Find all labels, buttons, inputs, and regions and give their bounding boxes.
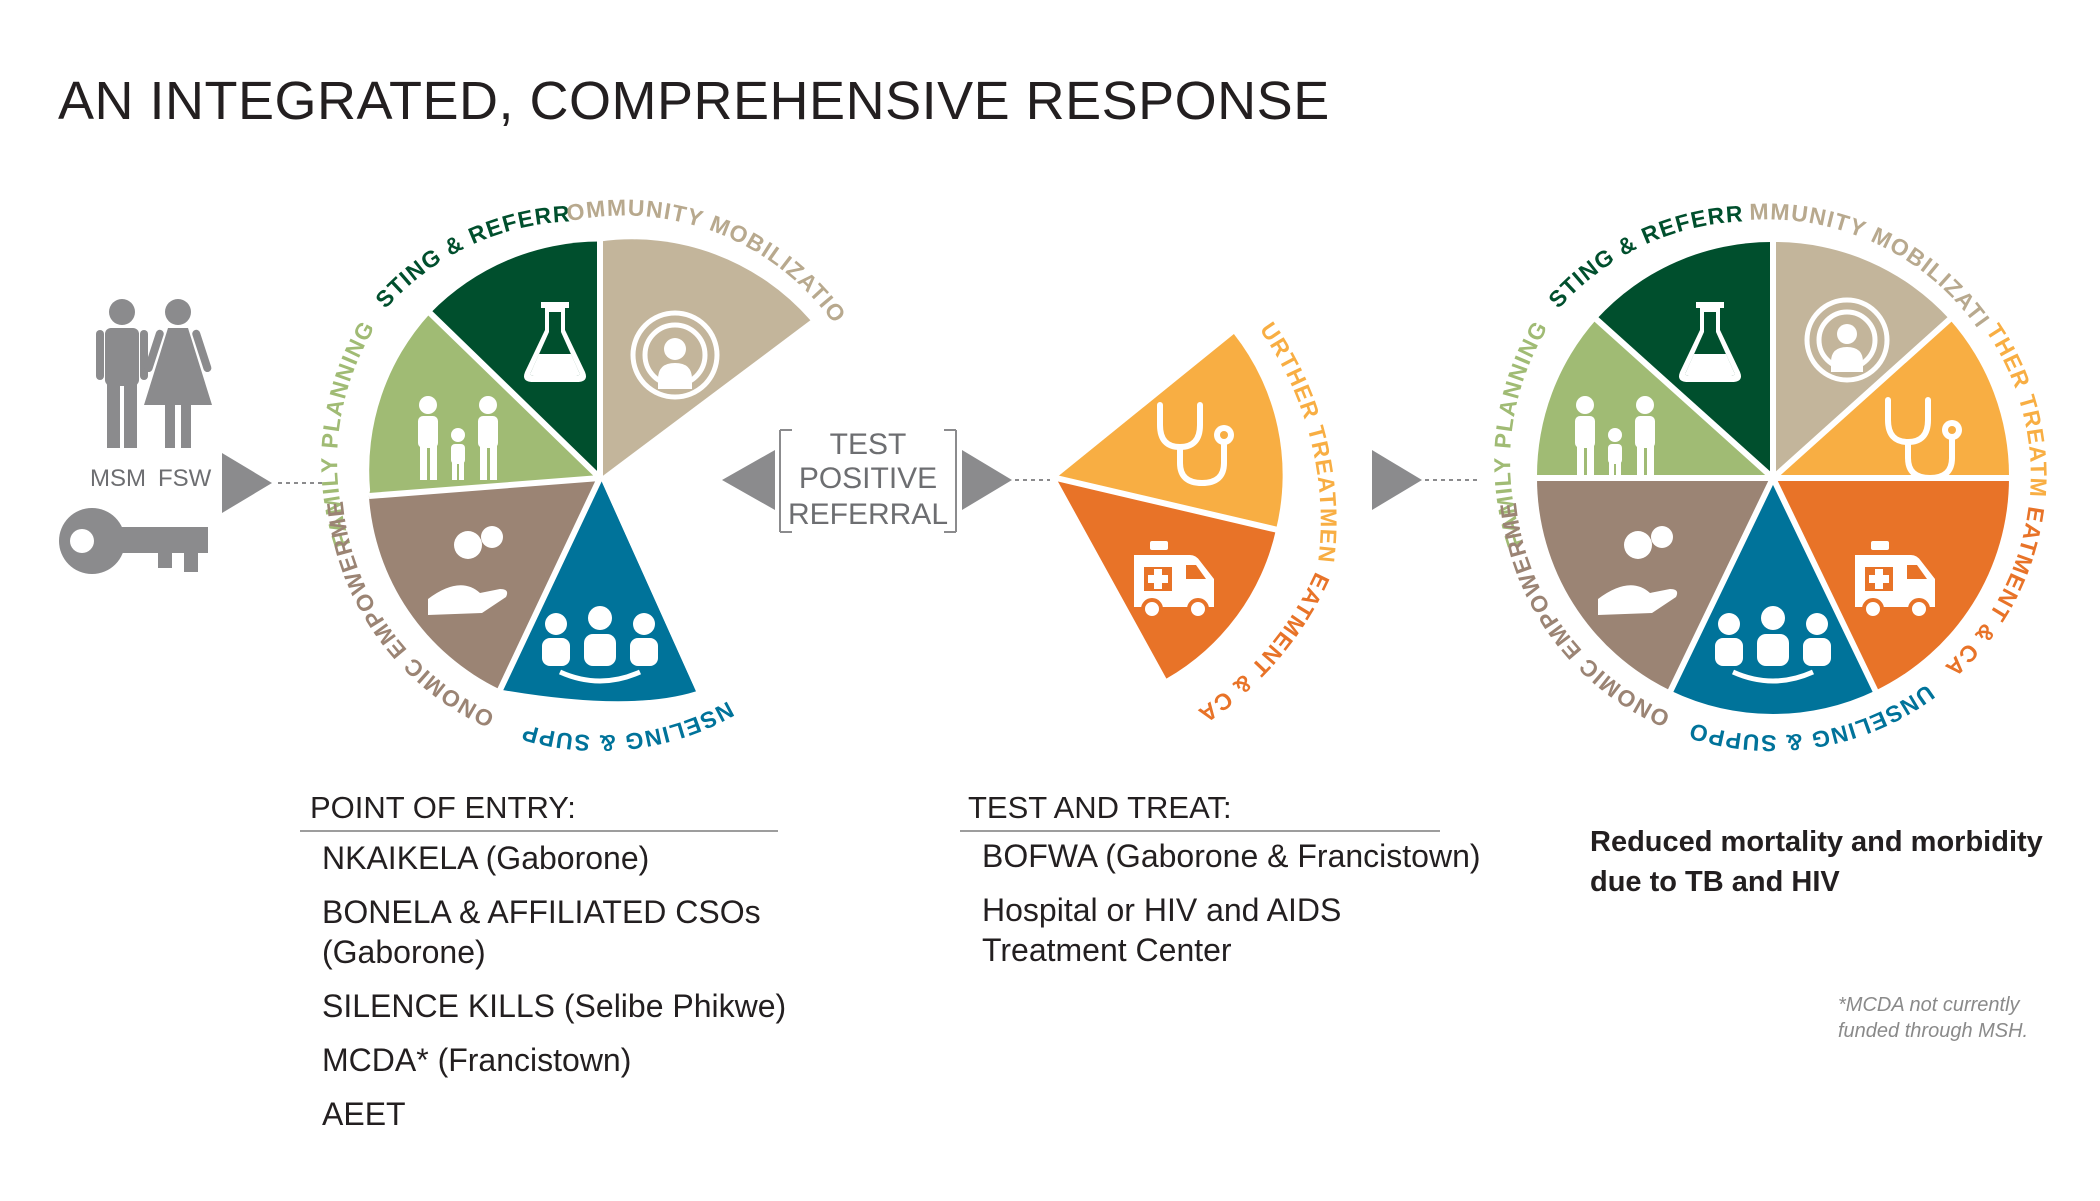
segment-economic (368, 478, 600, 690)
man-woman-icon (96, 299, 212, 448)
label-testing-referral: TESTING & REFERRAL (0, 0, 570, 313)
label-testing-referral: TESTING & REFERRAL (0, 0, 1743, 313)
key-icon (59, 508, 208, 574)
segment-testing (1596, 241, 1773, 478)
coins-hand-icon (1598, 526, 1678, 615)
arrow-right-icon (222, 453, 272, 513)
svg-text:ECONOMIC EMPOWERMENT: ECONOMIC EMPOWERMENT (0, 0, 1673, 733)
broadcast-person-icon (630, 310, 720, 400)
family-icon (418, 396, 498, 480)
stethoscope-icon (1885, 397, 1962, 482)
msm-label: MSM (90, 465, 146, 492)
ambulance-icon (1134, 541, 1214, 620)
segment-family (1536, 319, 1773, 478)
arrow-left-icon (722, 450, 775, 510)
flask-icon (1679, 302, 1741, 382)
footnote: *MCDA not currently funded through MSH. (1838, 994, 2029, 1042)
list-item: BOFWA (Gaborone & Francistown) (982, 838, 1481, 874)
segment-economic (1537, 478, 1773, 691)
arrow-right-icon (1372, 450, 1422, 510)
segment-testing (430, 241, 600, 478)
broadcast-person-icon (1804, 297, 1890, 383)
segment-further-treatment (1056, 334, 1283, 530)
list-item: MCDA* (Francistown) (322, 1042, 632, 1078)
outcome-text: Reduced mortality and morbidity due to T… (1590, 826, 2043, 898)
list-item: NKAIKELA (Gaborone) (322, 840, 650, 876)
wheel-full-response: FAMILY PLANNING TESTING & REFERRAL COMMU… (0, 0, 2051, 756)
page-title: AN INTEGRATED, COMPREHENSIVE RESPONSE (58, 71, 1330, 131)
coins-hand-icon (428, 526, 508, 615)
test-and-treat-heading: TEST AND TREAT: (968, 790, 1232, 825)
group-icon (1715, 606, 1831, 684)
list-item: SILENCE KILLS (Selibe Phikwe) (322, 988, 787, 1024)
list-item: AEET (322, 1096, 406, 1132)
test-and-treat-list: BOFWA (Gaborone & Francistown) Hospital … (982, 836, 1522, 984)
section-rule (960, 830, 1440, 832)
population-group: MSM FSW (59, 299, 330, 574)
referral-connector: TEST POSITIVE REFERRAL (722, 428, 1050, 533)
label-economic-empowerment: ECONOMIC EMPOWERMENT (0, 0, 1672, 733)
point-of-entry-list: NKAIKELA (Gaborone) BONELA & AFFILIATED … (322, 838, 792, 1148)
stethoscope-icon (1157, 402, 1234, 487)
svg-text:TESTING & REFERRAL: TESTING & REFERRAL (0, 0, 1745, 313)
group-icon (542, 606, 658, 684)
point-of-entry-heading: POINT OF ENTRY: (310, 790, 576, 825)
family-icon (1575, 396, 1655, 480)
arrow-right-icon (962, 450, 1012, 510)
referral-line3: REFERRAL (788, 498, 948, 531)
referral-line2: POSITIVE (799, 462, 937, 495)
fsw-label: FSW (158, 465, 212, 492)
list-item: Hospital or HIV and AIDS Treatment Cente… (982, 892, 1342, 968)
section-rule (300, 830, 778, 832)
list-item: BONELA & AFFILIATED CSOs (Gaborone) (322, 894, 761, 970)
referral-line1: TEST (830, 428, 907, 461)
ambulance-icon (1855, 541, 1935, 620)
svg-text:TESTING & REFERRAL: TESTING & REFERRAL (0, 0, 572, 313)
flask-icon (524, 302, 586, 382)
